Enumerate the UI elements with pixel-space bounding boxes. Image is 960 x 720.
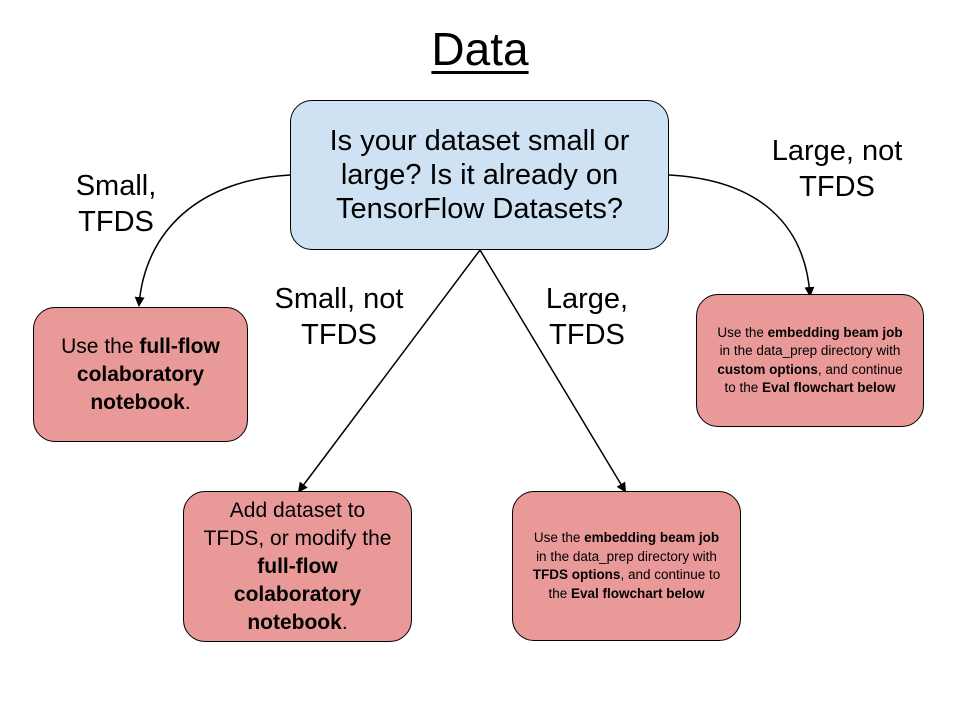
edge-label-small-not-tfds: Small, not TFDS (274, 283, 404, 351)
outcome-small-not-tfds: Add dataset to TFDS, or modify the full-… (183, 491, 412, 642)
edge-label-small-tfds: Small, TFDS (75, 170, 157, 238)
arrow-to-small-tfds (134, 174, 291, 307)
arrow-to-small-not-tfds (297, 249, 481, 493)
outcome-small-not-tfds-text: Add dataset to TFDS, or modify the full-… (203, 498, 392, 634)
arrow-to-large-not-tfds (668, 174, 815, 297)
outcome-large-not-tfds-text: Use the embedding beam job in the data_p… (717, 324, 903, 396)
outcome-small-tfds-text: Use the full-flow colaboratory notebook. (61, 334, 220, 414)
edge-label-large-not-tfds: Large, not TFDS (771, 135, 903, 203)
edge-label-large-tfds: Large, TFDS (545, 283, 629, 351)
outcome-large-not-tfds: Use the embedding beam job in the data_p… (696, 294, 924, 427)
decision-question-box: Is your dataset small or large? Is it al… (290, 100, 669, 250)
outcome-large-tfds-text: Use the embedding beam job in the data_p… (532, 530, 721, 601)
decision-question-text: Is your dataset small or large? Is it al… (329, 125, 630, 225)
outcome-large-tfds: Use the embedding beam job in the data_p… (512, 491, 741, 641)
outcome-small-tfds: Use the full-flow colaboratory notebook. (33, 307, 248, 442)
arrow-to-large-tfds (479, 249, 627, 493)
page-title: Data (431, 23, 529, 75)
